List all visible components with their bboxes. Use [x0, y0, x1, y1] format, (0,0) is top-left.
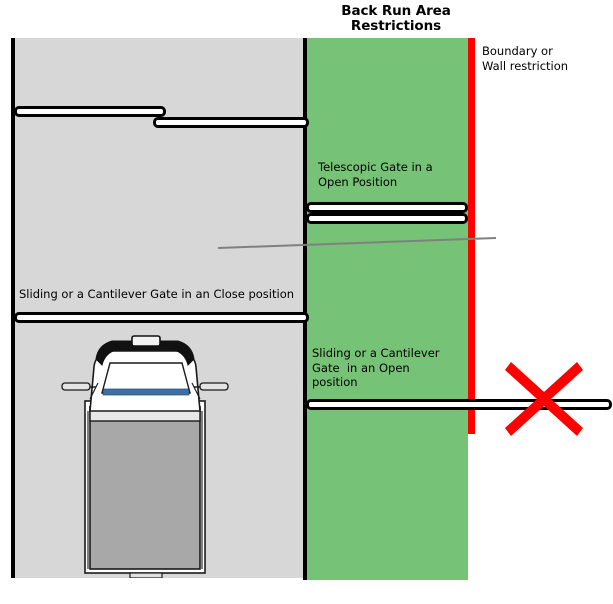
page-title-line-2: Restrictions	[350, 18, 442, 34]
red-cross-not-allowed-icon	[505, 362, 583, 436]
sliding-gate-open-bar	[306, 399, 612, 410]
label-sliding-gate-closed: Sliding or a Cantilever Gate in an Close…	[19, 287, 295, 301]
telescopic-gate-open-leaf-a	[306, 202, 468, 213]
left-wall-line	[11, 38, 15, 578]
back-run-area-zone	[306, 38, 468, 580]
telescopic-gate-closed-leaf-b	[153, 117, 309, 128]
zone-divider-wall-upper	[303, 38, 307, 324]
label-boundary-restriction: Boundary or Wall restriction	[482, 44, 569, 73]
telescopic-gate-closed-leaf-a	[14, 106, 166, 117]
leader-line	[218, 237, 496, 249]
truck-top-view	[61, 335, 229, 578]
label-telescopic-gate-open: Telescopic Gate in a Open Position	[318, 160, 433, 189]
zone-divider-wall-lower	[303, 324, 307, 580]
label-sliding-gate-open: Sliding or a Cantilever Gate in an Open …	[312, 346, 440, 389]
boundary-wall-restriction-line	[468, 38, 475, 434]
sliding-gate-closed-bar	[14, 312, 309, 323]
page-title: Back Run Area Restrictions	[298, 4, 494, 34]
telescopic-gate-open-leaf-b	[306, 213, 468, 224]
page-title-line-1: Back Run Area	[341, 3, 451, 19]
